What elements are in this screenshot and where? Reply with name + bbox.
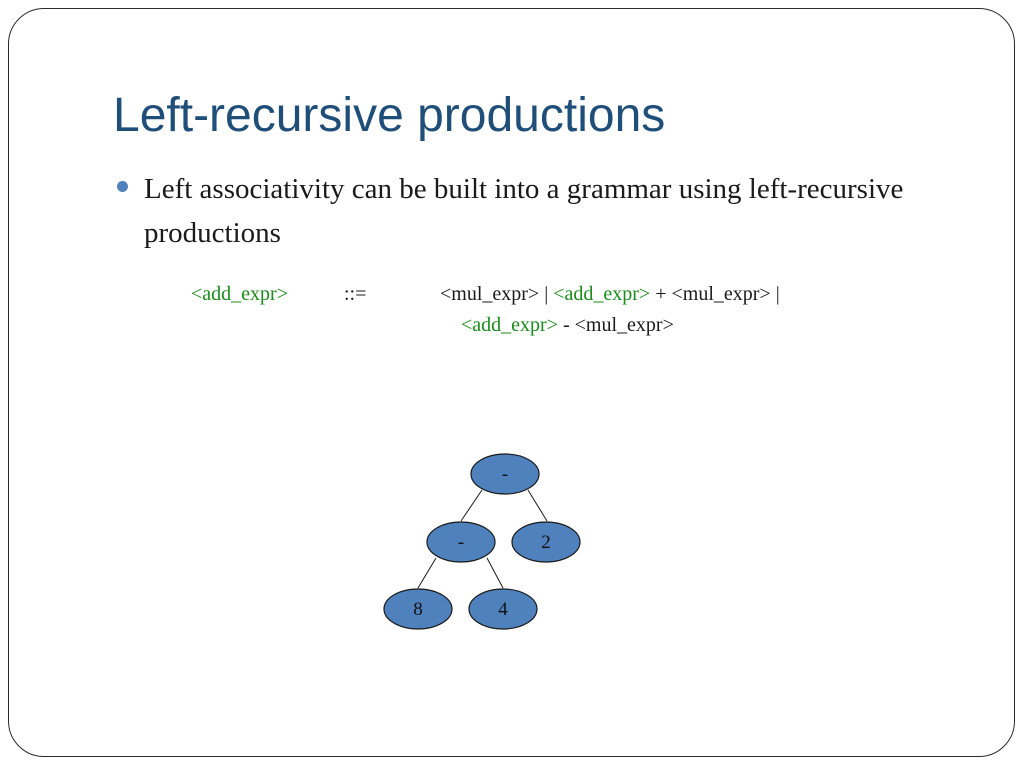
node-label-left-right: 4 — [498, 599, 508, 620]
slide-frame — [8, 8, 1015, 757]
grammar-line-1: <mul_expr> | <add_expr> + <mul_expr> | — [440, 282, 780, 306]
bullet-dot — [117, 181, 128, 192]
grammar-add-expr: <add_expr> — [553, 283, 651, 305]
grammar-add-expr: <add_expr> — [461, 314, 558, 336]
grammar-assign: ::= — [344, 283, 367, 305]
tree-node-left-left: 8 — [383, 588, 453, 630]
edge-root-left — [460, 489, 483, 522]
edge-left-rightleaf — [486, 557, 504, 589]
edge-left-leftleaf — [417, 557, 437, 589]
tree-node-root: - — [470, 453, 540, 495]
node-label-left-left: 8 — [413, 599, 423, 620]
tree-node-left-right: 4 — [468, 588, 538, 630]
node-label-right: 2 — [541, 532, 551, 553]
grammar-lhs: <add_expr> — [191, 283, 288, 305]
grammar-minus-alt: - <mul_expr> — [557, 314, 674, 336]
grammar-separator: | — [539, 283, 554, 305]
grammar-plus-alt: + <mul_expr> | — [650, 283, 780, 305]
edge-root-right — [527, 489, 548, 522]
tree-edges — [417, 489, 548, 589]
grammar-line-2: <add_expr> - <mul_expr> — [461, 313, 674, 337]
node-label-root: - — [502, 464, 508, 485]
slide-title: Left-recursive productions — [113, 89, 666, 142]
tree-node-right: 2 — [511, 521, 581, 563]
grammar-mul-expr: <mul_expr> — [440, 283, 540, 305]
node-label-left: - — [458, 532, 464, 553]
bullet-text: Left associativity can be built into a g… — [144, 173, 904, 249]
tree-node-left: - — [426, 521, 496, 563]
